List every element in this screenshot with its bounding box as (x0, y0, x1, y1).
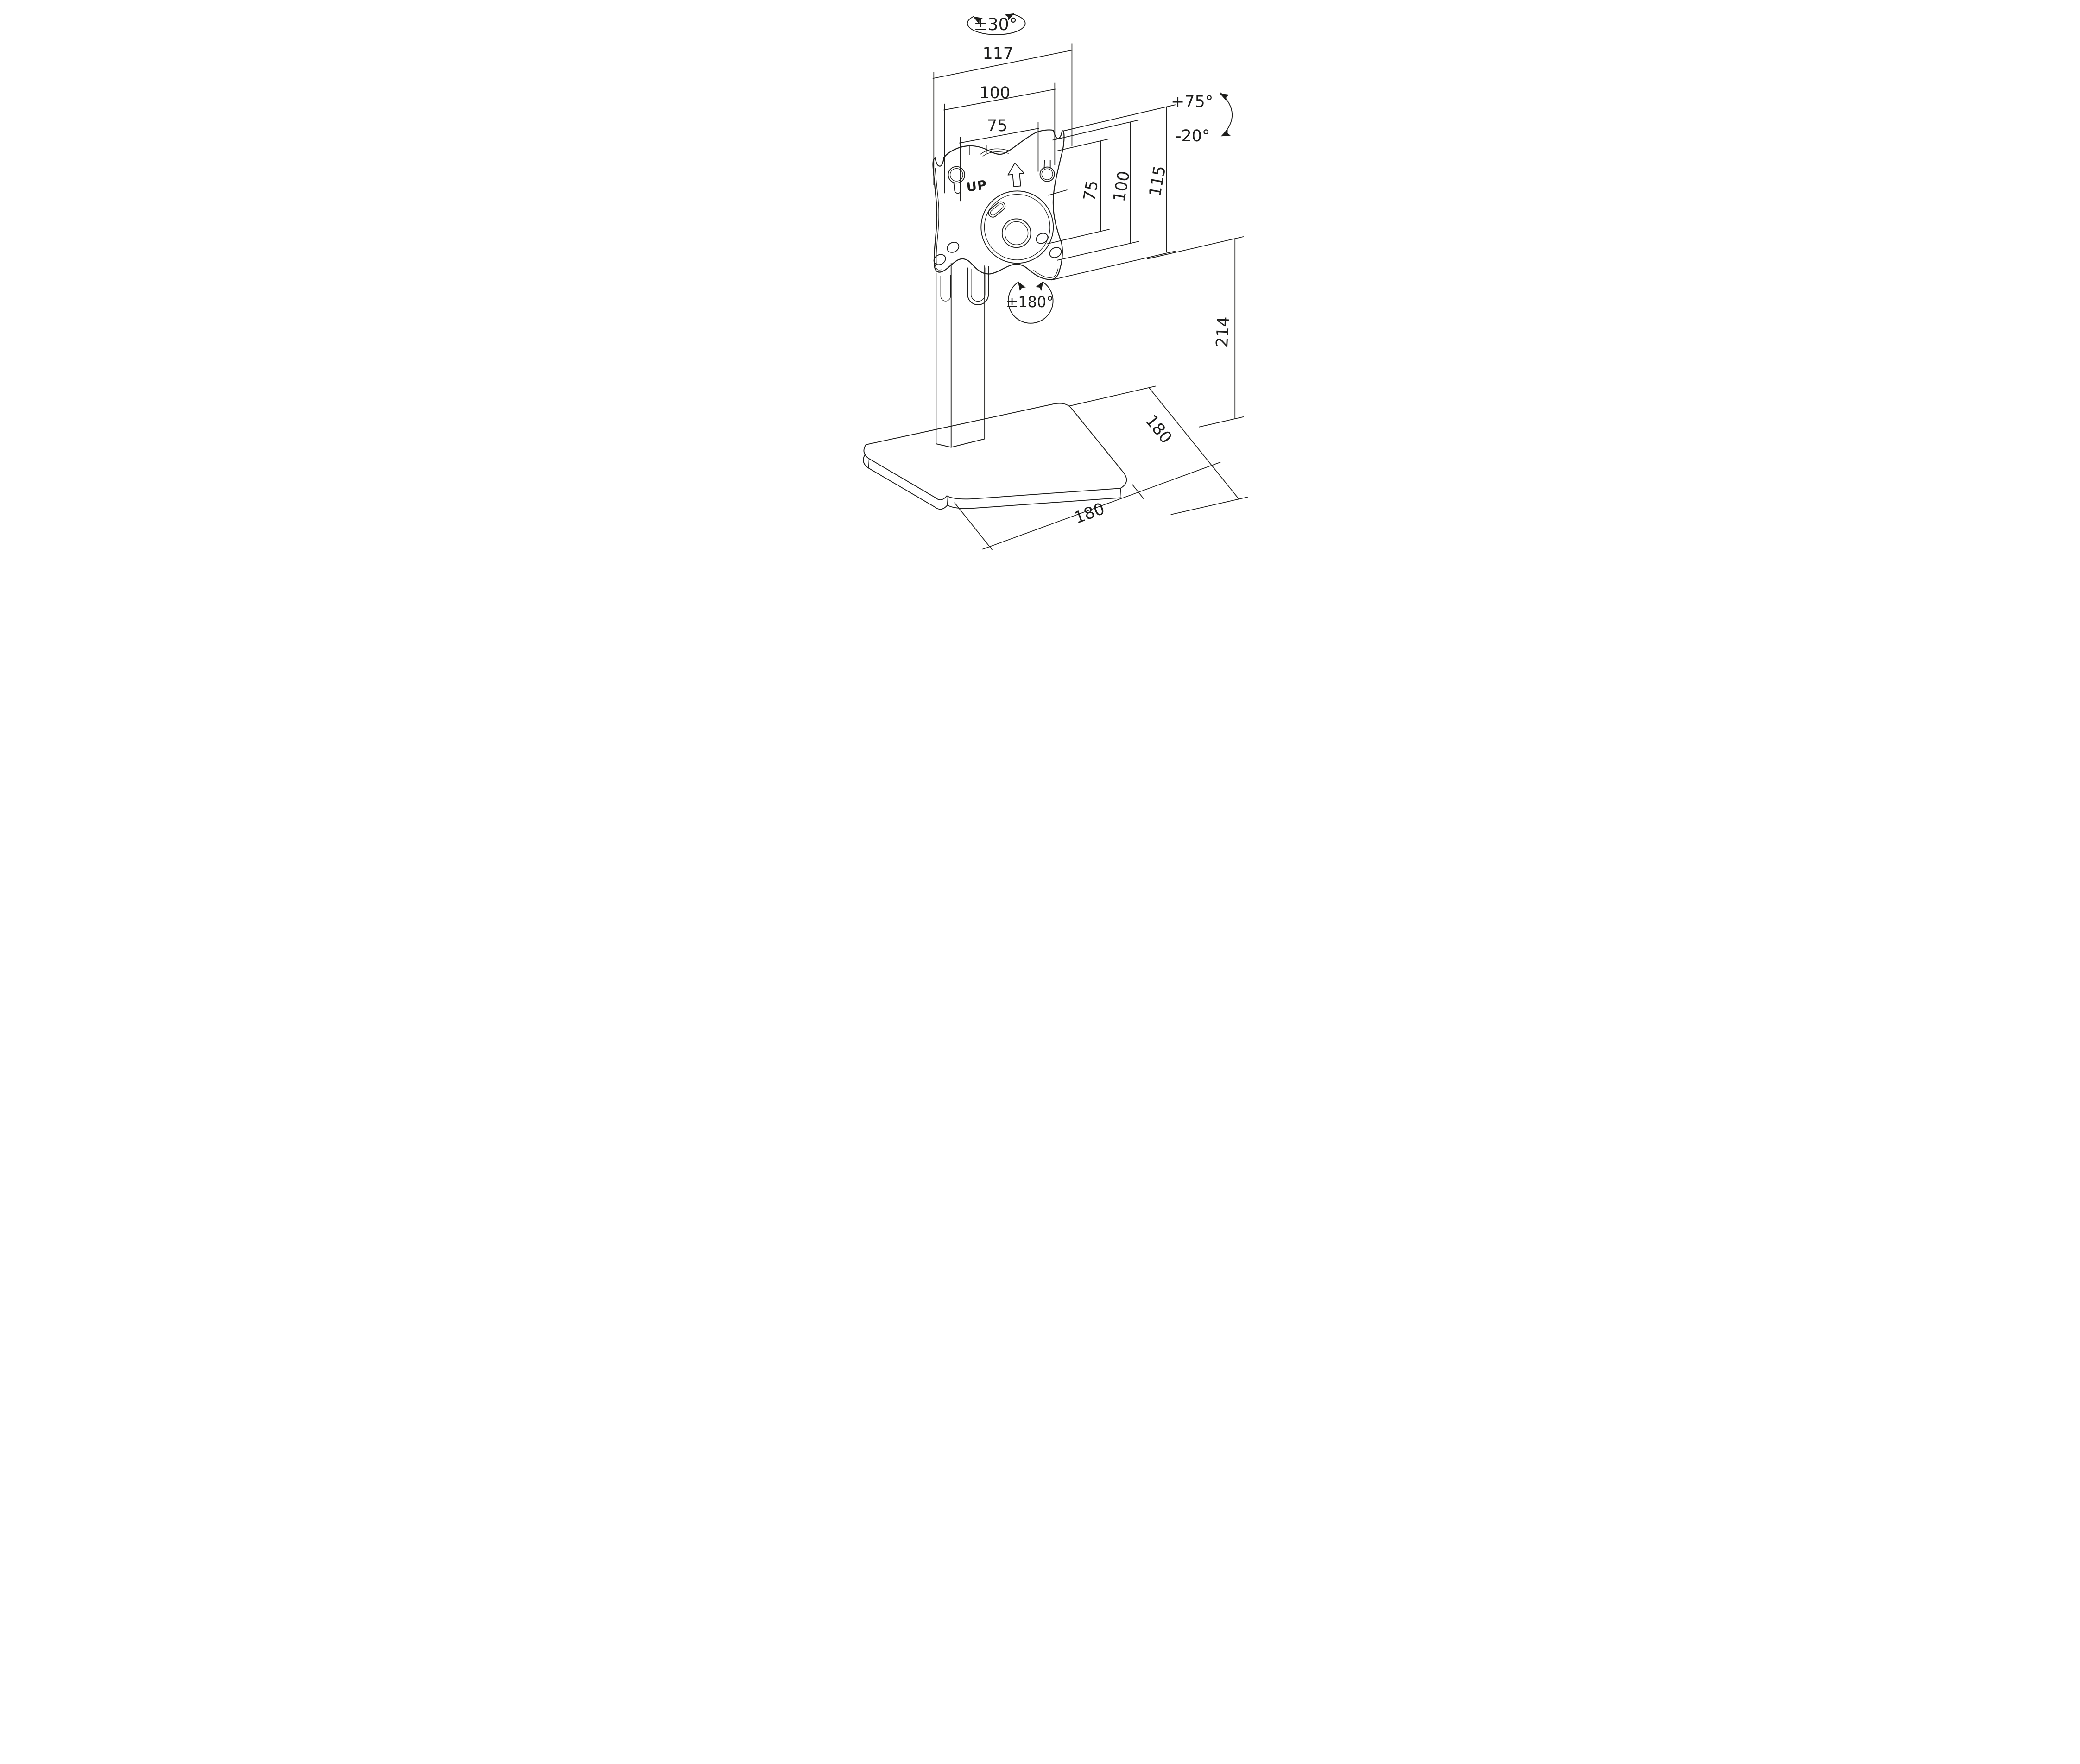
tilt-arrow-up-icon (1219, 93, 1229, 101)
dimension-75-side-label: 75 (1080, 179, 1102, 202)
swivel-indicator: ±30° (967, 13, 1026, 35)
base-dimensions: 180 180 (954, 385, 1248, 550)
page: ±30° 117 100 75 +75° -20° (715, 0, 1365, 550)
center-mark (1048, 189, 1068, 196)
cable-slot-outer (967, 266, 989, 305)
mount-hole (1035, 233, 1048, 244)
pivot-hole-outer (1001, 218, 1031, 248)
dimension-180-depth: 180 (1069, 385, 1248, 515)
base-corner-tick (1120, 488, 1121, 498)
lock-slot (987, 201, 1005, 218)
plate-thickness-bottom-left (934, 264, 942, 271)
dimension-180-depth-label: 180 (1141, 411, 1175, 447)
plate-outline (932, 129, 1065, 280)
plate-thickness-left (934, 168, 939, 264)
extension-line (1170, 497, 1248, 515)
leader-line (1055, 138, 1110, 152)
leader-line (1198, 416, 1244, 428)
base-side-face (862, 454, 1121, 510)
dimension-line (932, 50, 1073, 79)
monitor-stand-technical-drawing: ±30° 117 100 75 +75° -20° (715, 0, 1365, 550)
rotation-indicator: ±180° (1005, 281, 1054, 324)
dimension-180-width: 180 (954, 461, 1220, 550)
keyhole-top-left (948, 166, 965, 194)
dimension-75-side: 75 (1047, 138, 1110, 245)
dimension-100-top-label: 100 (979, 84, 1010, 102)
lock-slot-outer (987, 201, 1005, 218)
vesa-plate: UP (932, 129, 1065, 280)
base-top-face (863, 403, 1127, 500)
extension-line (1132, 484, 1144, 499)
height-dimensions: 75 100 115 (1047, 104, 1176, 281)
keyhole-circle (1039, 166, 1055, 182)
keyhole-circle-inner (949, 168, 963, 182)
pivot-boss-inner (984, 194, 1050, 260)
width-dimensions: 117 100 75 (932, 43, 1073, 202)
dimension-line (943, 88, 1056, 111)
leader-line (1047, 229, 1110, 245)
pole-bottom-edge (936, 438, 985, 448)
swivel-label: ±30° (974, 14, 1017, 34)
dimension-115-side-label: 115 (1146, 164, 1170, 198)
rotation-arc (1007, 281, 1053, 324)
rotation-arrow-right-icon (1035, 281, 1043, 291)
tilt-arrow-down-icon (1220, 129, 1231, 137)
dimension-117: 117 (932, 43, 1073, 185)
keyhole-circle (948, 166, 965, 184)
keyhole-top-right (1039, 160, 1055, 182)
leader-line (1147, 236, 1244, 259)
plate-thickness-bottom-right (1033, 268, 1058, 278)
dimension-line (959, 128, 1039, 144)
base-corner-tick (868, 459, 869, 468)
leader-line (1052, 120, 1139, 141)
pivot-hole-inner (1004, 221, 1028, 245)
dimension-117-label: 117 (982, 44, 1013, 63)
pole (935, 263, 989, 448)
up-arrow-icon (1007, 163, 1024, 187)
rotation-arrow-left-icon (1018, 281, 1026, 291)
rotation-label: ±180° (1005, 293, 1053, 311)
dimension-line (1148, 387, 1239, 500)
tilt-indicator: +75° -20° (1171, 92, 1233, 145)
rotation-arrow-left-icon (973, 16, 983, 25)
dimension-75-top-label: 75 (987, 117, 1007, 135)
mount-hole (933, 254, 946, 265)
lock-slot-inner (990, 203, 1004, 216)
height-dimension-214: 214 (1147, 236, 1244, 428)
tilt-down-label: -20° (1175, 127, 1209, 145)
dimension-100-top: 100 (943, 82, 1056, 194)
base (862, 403, 1127, 510)
dimension-180-width-label: 180 (1072, 500, 1107, 528)
extension-line (954, 502, 993, 550)
extension-line (1069, 385, 1156, 407)
dimension-214-label: 214 (1213, 316, 1233, 348)
mount-hole (1049, 247, 1062, 258)
mount-hole (946, 242, 959, 253)
pivot-boss-outer (980, 190, 1054, 264)
cable-slot-inner (970, 267, 985, 302)
leader-line (1056, 240, 1139, 261)
tilt-hinge (980, 148, 1011, 155)
keyhole-circle-inner (1041, 168, 1053, 180)
swivel-rotation-arc (967, 13, 1026, 35)
rotation-arrow-right-icon (1004, 13, 1014, 21)
dimension-line (982, 461, 1220, 550)
tilt-up-label: +75° (1171, 93, 1213, 111)
keyhole-slot (953, 182, 961, 194)
tilt-arc (1220, 92, 1233, 136)
cable-slot-front (940, 275, 951, 302)
leader-line (1062, 104, 1176, 132)
up-marking: UP (965, 178, 988, 195)
leader-line (1051, 251, 1176, 281)
